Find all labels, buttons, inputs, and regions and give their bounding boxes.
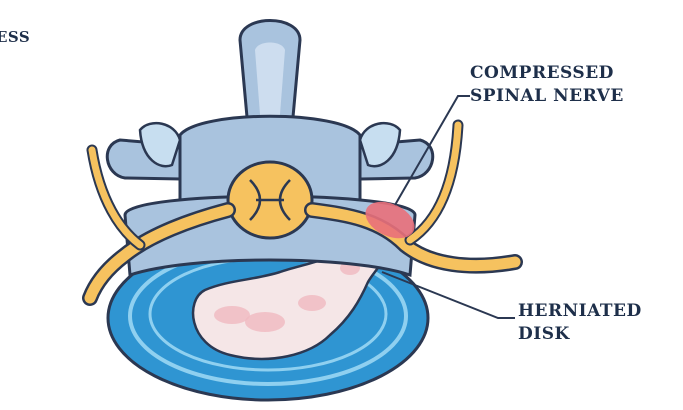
herniated-disk-label-line2: DISK (518, 323, 570, 345)
herniated-disk-label-line1: HERNIATED (518, 300, 642, 322)
compressed-nerve-label-line1: COMPRESSED (470, 62, 614, 84)
partial-label-top-left: ESS (0, 26, 30, 48)
compressed-nerve-label-line2: SPINAL NERVE (470, 85, 624, 107)
spinal-cord (228, 162, 312, 238)
